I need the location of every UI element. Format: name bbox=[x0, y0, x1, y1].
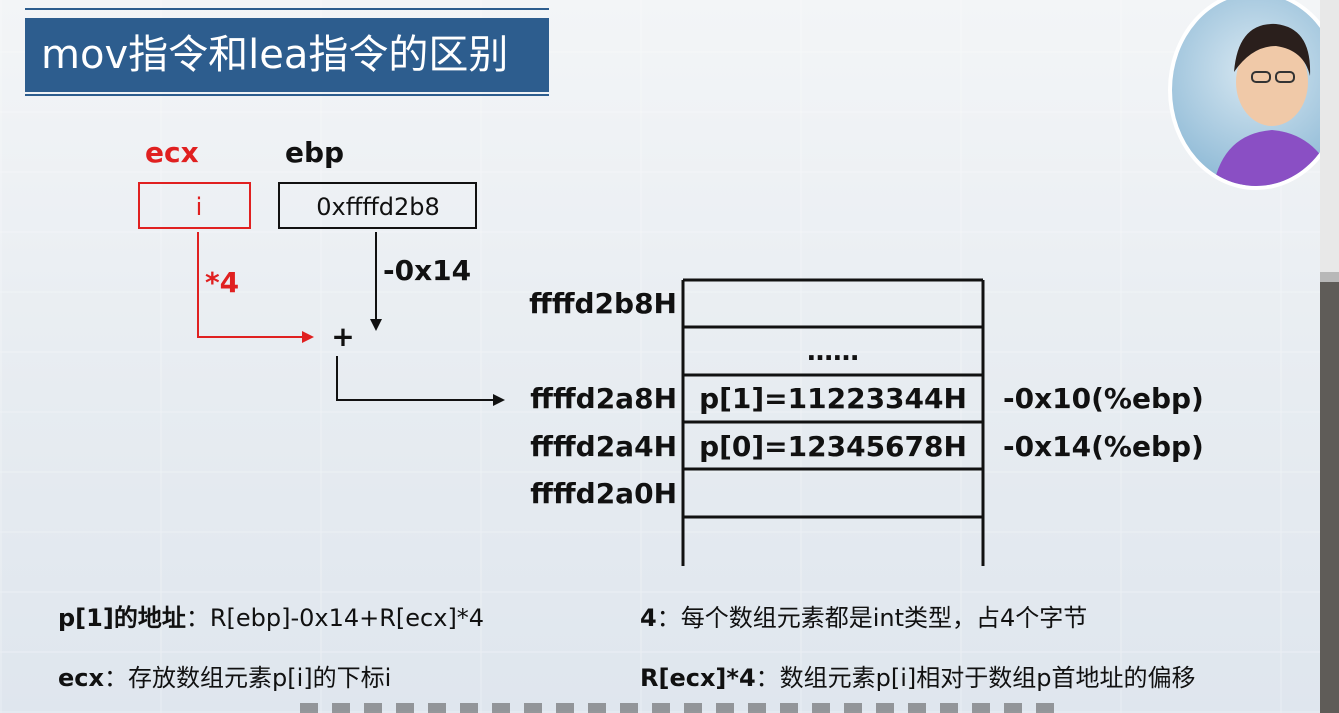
mul-label: *4 bbox=[205, 266, 239, 299]
offset-label: -0x14 bbox=[383, 254, 471, 287]
cropped-text-fragment bbox=[300, 703, 1060, 713]
stack-ellipsis: …… bbox=[807, 337, 859, 367]
note-term: R[ecx]*4 bbox=[640, 664, 756, 692]
note-offset: R[ecx]*4：数组元素p[i]相对于数组p首地址的偏移 bbox=[640, 658, 1196, 693]
note-term: ecx bbox=[58, 664, 104, 692]
note-text: ：数组元素p[i]相对于数组p首地址的偏移 bbox=[755, 664, 1196, 692]
ebp-value: 0xffffd2b8 bbox=[316, 193, 440, 221]
stack-cell-p1: p[1]=11223344H bbox=[699, 382, 967, 415]
plus-sign: + bbox=[331, 320, 354, 353]
ecx-label: ecx bbox=[145, 136, 199, 169]
title-top-line bbox=[25, 8, 549, 10]
address-label: ffffd2b8H bbox=[529, 287, 677, 320]
sum-arrow-head bbox=[493, 394, 505, 406]
sum-arrow bbox=[336, 356, 496, 401]
ecx-box bbox=[138, 182, 251, 229]
address-label: ffffd2a0H bbox=[530, 477, 677, 510]
page-title: mov指令和lea指令的区别 bbox=[25, 18, 549, 92]
title-bottom-line bbox=[25, 94, 549, 96]
ecx-value: i bbox=[196, 193, 203, 221]
note-p1-address: p[1]的地址：R[ebp]-0x14+R[ecx]*4 bbox=[58, 598, 484, 633]
title-banner: mov指令和lea指令的区别 bbox=[25, 8, 549, 96]
right-edge-bar bbox=[1320, 0, 1339, 713]
ebp-offset-annotation: -0x10(%ebp) bbox=[1003, 382, 1204, 415]
ebp-offset-annotation: -0x14(%ebp) bbox=[1003, 430, 1204, 463]
right-edge-bar-top bbox=[1320, 0, 1339, 272]
ebp-label: ebp bbox=[285, 136, 344, 169]
presenter-avatar bbox=[1168, 0, 1339, 190]
right-edge-bar-stripe bbox=[1320, 272, 1339, 282]
ecx-arrow bbox=[197, 232, 306, 338]
address-label: ffffd2a4H bbox=[530, 430, 677, 463]
note-int-size: 4：每个数组元素都是int类型，占4个字节 bbox=[640, 598, 1087, 633]
note-term: 4 bbox=[640, 604, 657, 632]
ebp-arrow-head bbox=[370, 319, 382, 331]
note-ecx: ecx：存放数组元素p[i]的下标i bbox=[58, 658, 391, 693]
note-text: ：存放数组元素p[i]的下标i bbox=[103, 664, 392, 692]
presenter-illustration bbox=[1213, 23, 1338, 186]
stack-cell-p0: p[0]=12345678H bbox=[699, 430, 967, 463]
note-text: ：R[ebp]-0x14+R[ecx]*4 bbox=[185, 604, 485, 632]
note-term: p[1]的地址 bbox=[58, 604, 186, 632]
address-label: ffffd2a8H bbox=[530, 382, 677, 415]
ebp-box bbox=[278, 182, 477, 229]
note-text: ：每个数组元素都是int类型，占4个字节 bbox=[656, 604, 1088, 632]
ecx-arrow-head bbox=[302, 331, 314, 343]
stack-memory bbox=[681, 278, 985, 566]
